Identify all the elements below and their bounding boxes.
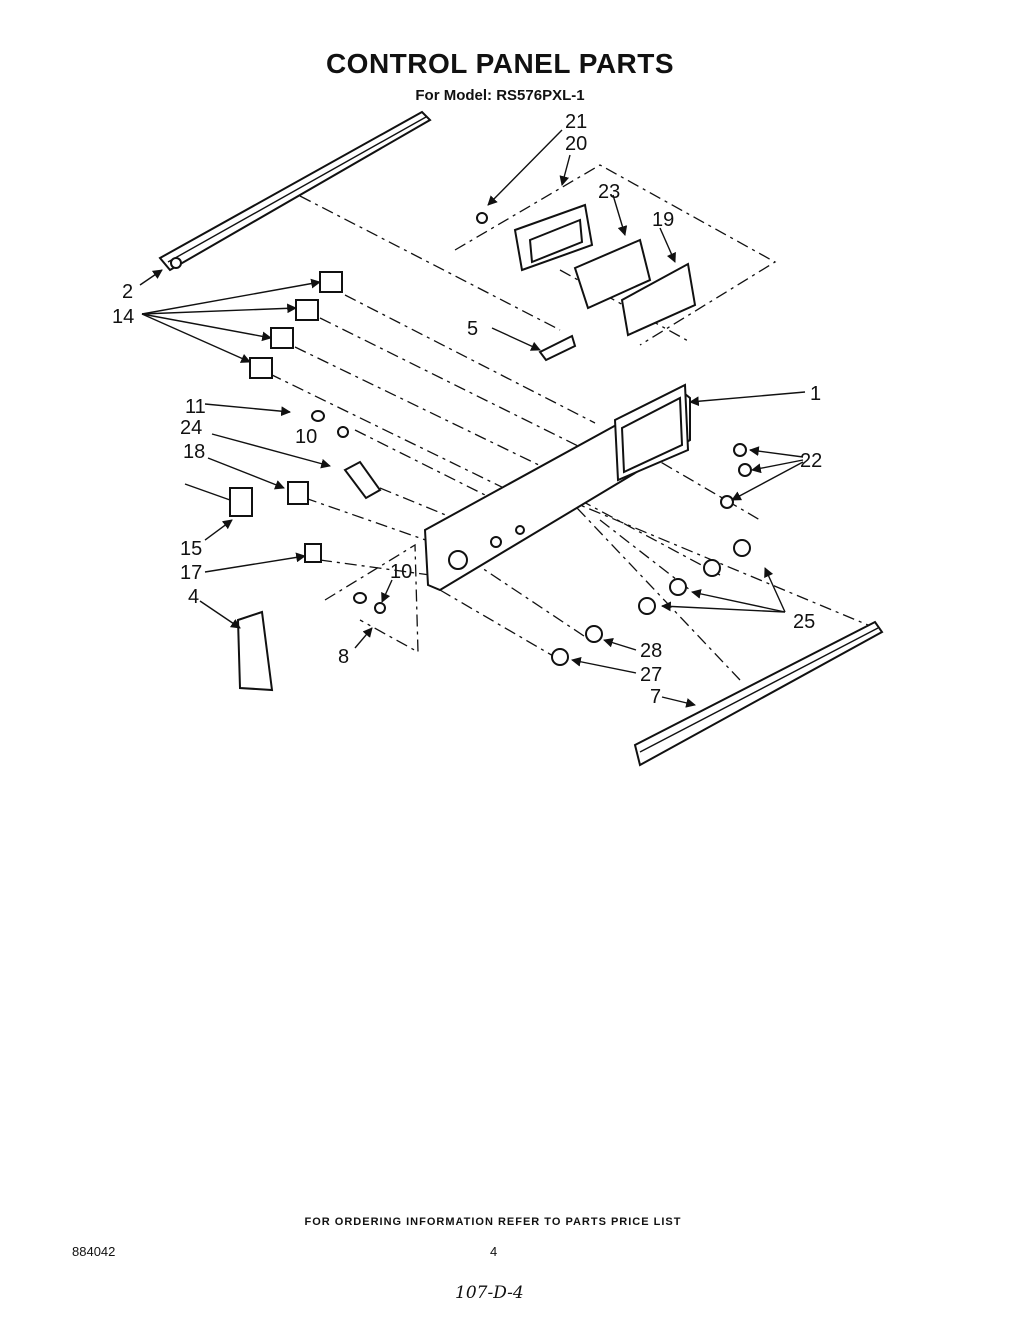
callout-28: 28 xyxy=(640,640,662,662)
callout-25: 25 xyxy=(793,611,815,633)
callout-19: 19 xyxy=(652,209,674,231)
callout-14: 14 xyxy=(112,306,134,328)
clock-module-part xyxy=(476,203,697,337)
page-title: CONTROL PANEL PARTS xyxy=(325,48,675,79)
callout-4: 4 xyxy=(188,586,199,608)
model-subtitle: For Model: RS576PXL-1 xyxy=(415,87,585,104)
callout-7: 7 xyxy=(650,686,661,708)
bracket-part xyxy=(538,334,577,362)
callout-23: 23 xyxy=(598,181,620,203)
callout-5: 5 xyxy=(467,318,478,340)
callout-2: 2 xyxy=(122,281,133,303)
callout-labels: 21 20 23 19 2 14 5 1 11 24 10 18 22 15 1… xyxy=(112,111,822,708)
trim-strip-part xyxy=(158,110,432,272)
callout-11: 11 xyxy=(185,396,206,418)
handwritten-code: 107-D-4 xyxy=(455,1283,524,1303)
control-panel-part xyxy=(423,383,691,592)
callout-15: 15 xyxy=(180,538,202,560)
callout-10-upper: 10 xyxy=(295,426,317,448)
callout-22: 22 xyxy=(800,450,822,472)
callout-8: 8 xyxy=(338,646,349,668)
assembly-guide-lines xyxy=(269,164,881,681)
callout-1: 1 xyxy=(810,383,821,405)
callout-20: 20 xyxy=(565,133,587,155)
callout-17: 17 xyxy=(180,562,202,584)
callout-21: 21 xyxy=(565,111,587,133)
bottom-trim-part xyxy=(633,620,884,767)
callout-18: 18 xyxy=(183,441,205,463)
callout-27: 27 xyxy=(640,664,662,686)
page-number: 4 xyxy=(490,1244,498,1259)
switch-parts xyxy=(249,271,343,379)
small-parts-left xyxy=(184,410,386,692)
callout-leaders xyxy=(139,129,806,708)
callout-24: 24 xyxy=(180,417,202,439)
document-number: 884042 xyxy=(72,1244,116,1259)
ordering-note: FOR ORDERING INFORMATION REFER TO PARTS … xyxy=(304,1216,682,1228)
knob-parts xyxy=(551,443,752,666)
callout-10-lower: 10 xyxy=(390,561,412,583)
